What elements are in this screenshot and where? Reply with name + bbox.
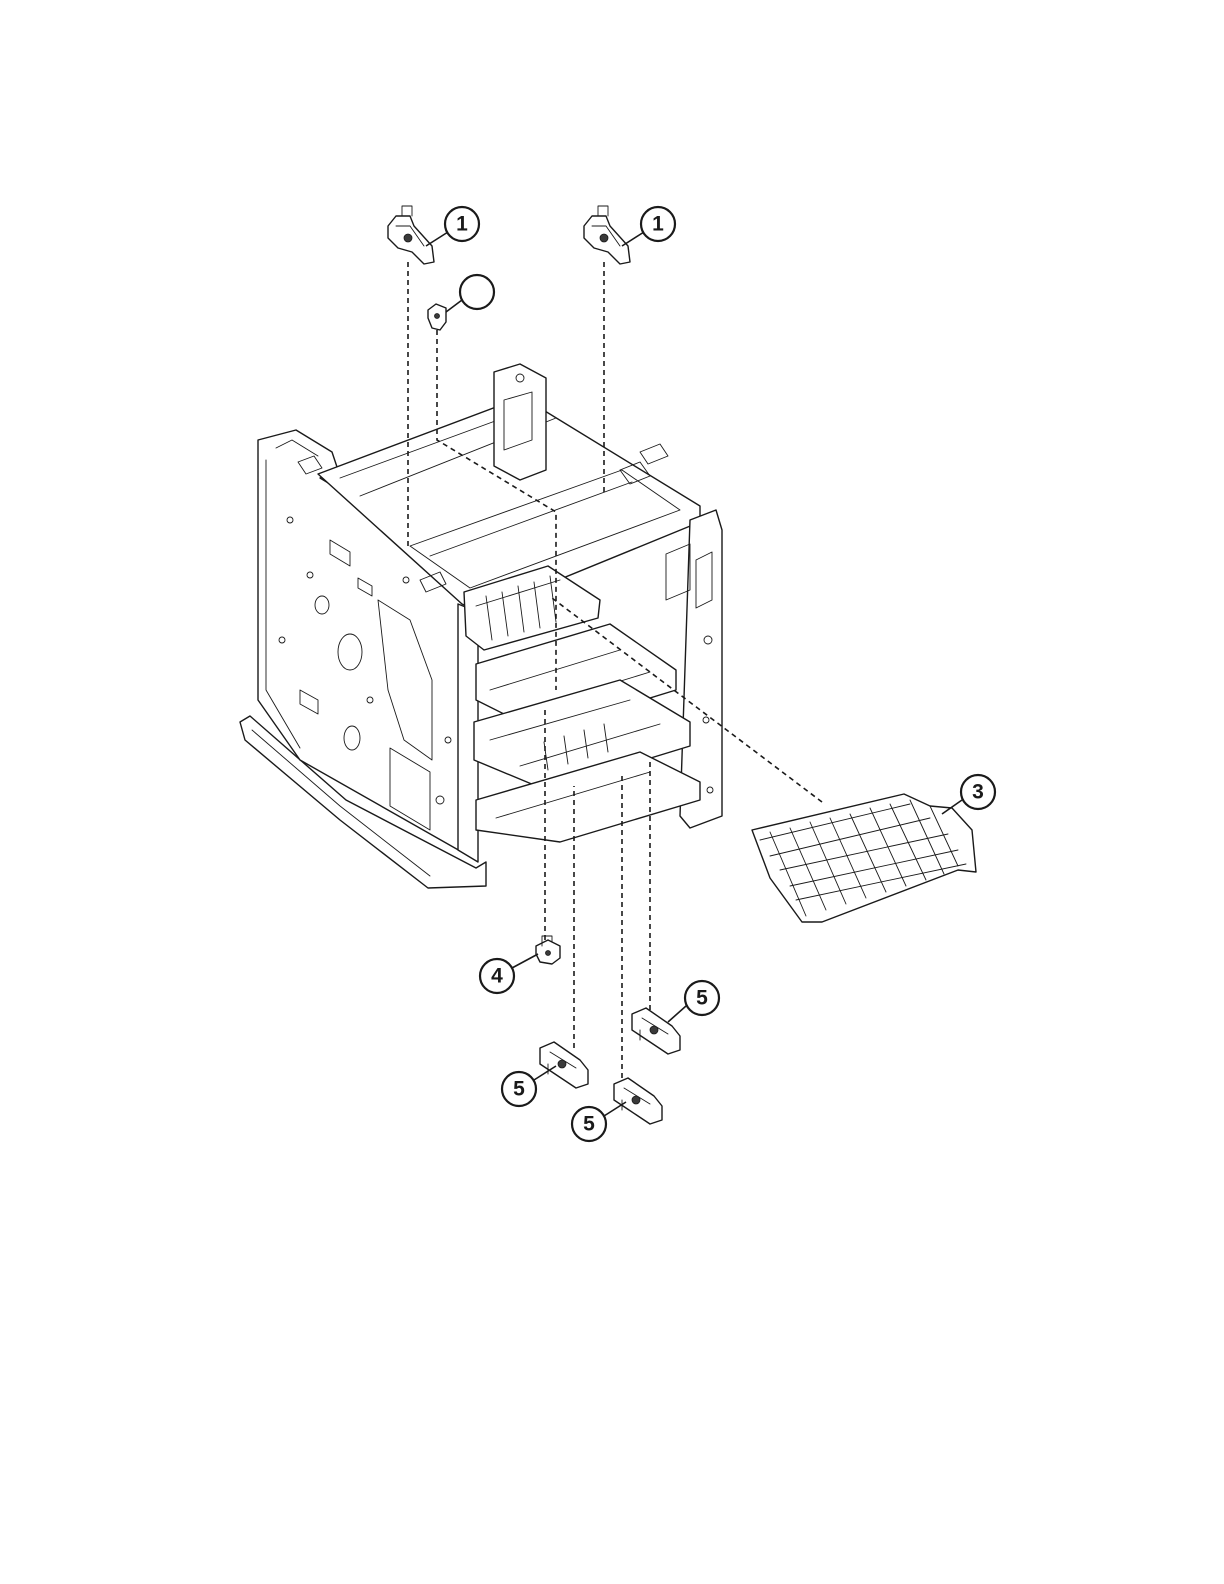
part-2-clip bbox=[428, 304, 446, 330]
callout-5-left: 5 bbox=[502, 1066, 556, 1106]
callout-label: 5 bbox=[696, 987, 708, 1010]
part-1-bracket-right bbox=[584, 206, 630, 264]
callout-label: 5 bbox=[583, 1113, 595, 1136]
callout-5-bottom: 5 bbox=[572, 1102, 626, 1141]
callout-4: 4 bbox=[480, 954, 538, 993]
callout-3: 3 bbox=[942, 775, 995, 814]
part-4-actuator bbox=[536, 936, 560, 964]
callout-label: 4 bbox=[491, 965, 503, 988]
part-1-bracket-left bbox=[388, 206, 434, 264]
callout-1-right: 1 bbox=[622, 207, 675, 246]
callout-5-right: 5 bbox=[668, 981, 719, 1022]
callout-label: 1 bbox=[456, 213, 468, 236]
callout-label: 3 bbox=[972, 781, 984, 804]
callout-1-left: 1 bbox=[426, 207, 479, 246]
part-5-latch-bottom bbox=[614, 1078, 662, 1124]
callout-label: 5 bbox=[513, 1078, 525, 1101]
callout-2 bbox=[446, 275, 494, 312]
callout-label: 1 bbox=[652, 213, 664, 236]
part-5-latch-right bbox=[632, 1008, 680, 1054]
part-5-latch-left bbox=[540, 1042, 588, 1088]
